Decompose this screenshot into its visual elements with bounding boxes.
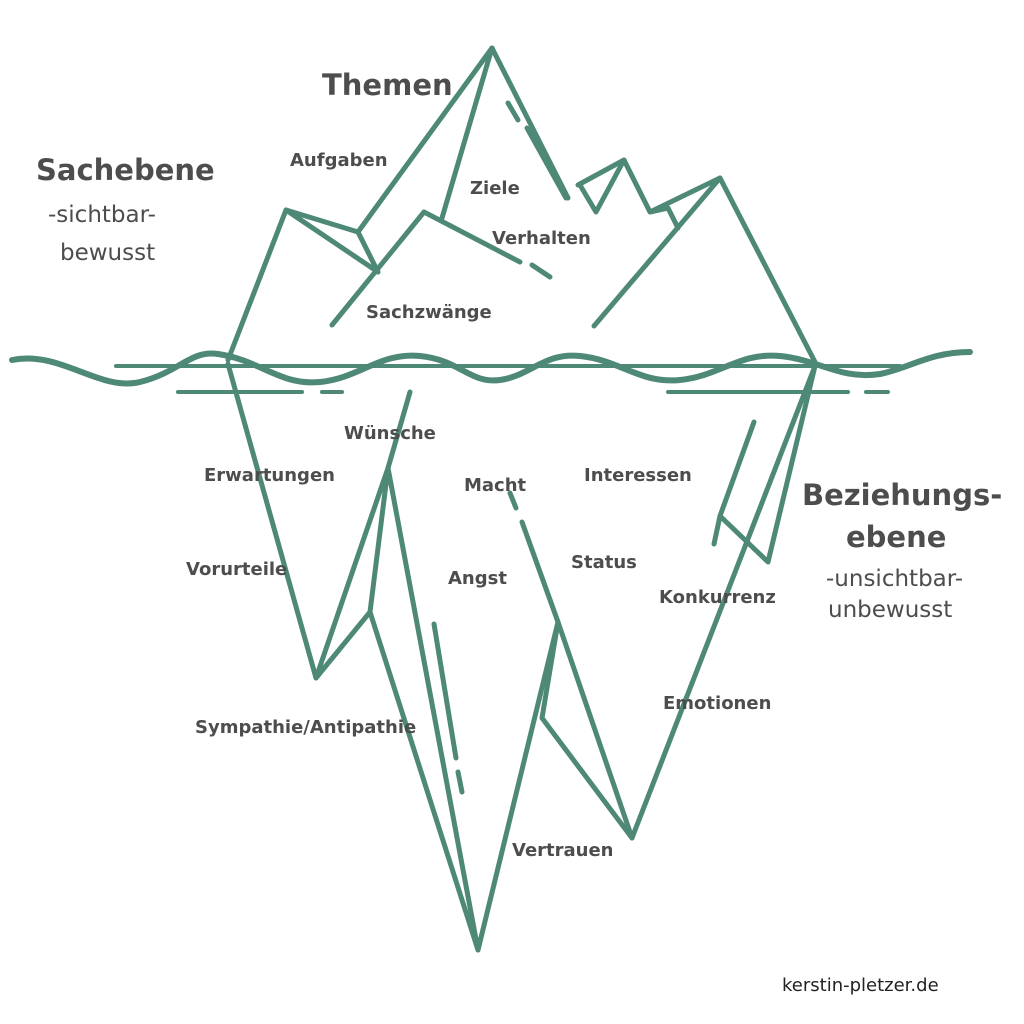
facet-goals-line <box>439 45 495 221</box>
facet-wishes-line <box>385 389 413 471</box>
label-wishes: Wünsche <box>344 423 436 444</box>
facet-right-long <box>591 175 723 329</box>
factual-level-conscious: bewusst <box>60 240 156 266</box>
iceberg-base-left <box>225 361 391 681</box>
themes-heading: Themen <box>322 68 453 102</box>
label-expectations: Erwartungen <box>204 465 335 486</box>
facet-sympathy-line <box>367 609 481 953</box>
label-prejudices: Vorurteile <box>186 559 288 580</box>
facet-competition <box>717 363 818 565</box>
facet-right-small <box>577 157 627 215</box>
iceberg-base-center <box>385 465 561 953</box>
facet-peak-dash-1 <box>505 100 521 123</box>
label-behavior: Verhalten <box>492 228 591 249</box>
facet-center-peak <box>329 209 523 328</box>
label-status: Status <box>571 552 637 573</box>
label-competition: Konkurrenz <box>659 587 776 608</box>
iceberg-tip-outline <box>225 207 381 363</box>
label-constraints: Sachzwänge <box>366 302 492 323</box>
factual-level-heading: Sachebene <box>36 153 215 187</box>
label-trust: Vertrauen <box>512 840 614 861</box>
label-power: Macht <box>464 475 527 496</box>
facet-power-dash <box>507 490 519 511</box>
label-interests: Interessen <box>584 465 692 486</box>
relationship-level-heading-1: Beziehungs- <box>802 478 1003 512</box>
factual-level-visible: -sichtbar- <box>48 202 156 228</box>
facet-vertical-long <box>431 621 459 761</box>
label-goals: Ziele <box>470 178 520 199</box>
facet-peak-dash-2 <box>524 125 569 201</box>
label-emotions: Emotionen <box>663 693 772 714</box>
facet-trust-inner <box>539 619 635 841</box>
label-fear: Angst <box>448 568 507 589</box>
iceberg-right-peaks <box>575 157 818 365</box>
facet-right-notch <box>647 205 681 231</box>
relationship-level-heading-2: ebene <box>846 520 947 554</box>
facet-competition-inner <box>711 513 723 547</box>
website-credit: kerstin-pletzer.de <box>782 975 939 996</box>
water-wave <box>9 349 973 387</box>
label-sympathy: Sympathie/Antipathie <box>195 717 417 738</box>
relationship-level-unconscious: unbewusst <box>828 597 953 623</box>
facet-left-inner <box>283 207 381 275</box>
facet-center-dash <box>529 262 553 280</box>
relationship-level-invisible: -unsichtbar- <box>826 566 964 592</box>
facet-power-line <box>519 519 561 625</box>
facet-vertical-dash <box>455 769 465 795</box>
label-tasks: Aufgaben <box>290 150 388 171</box>
